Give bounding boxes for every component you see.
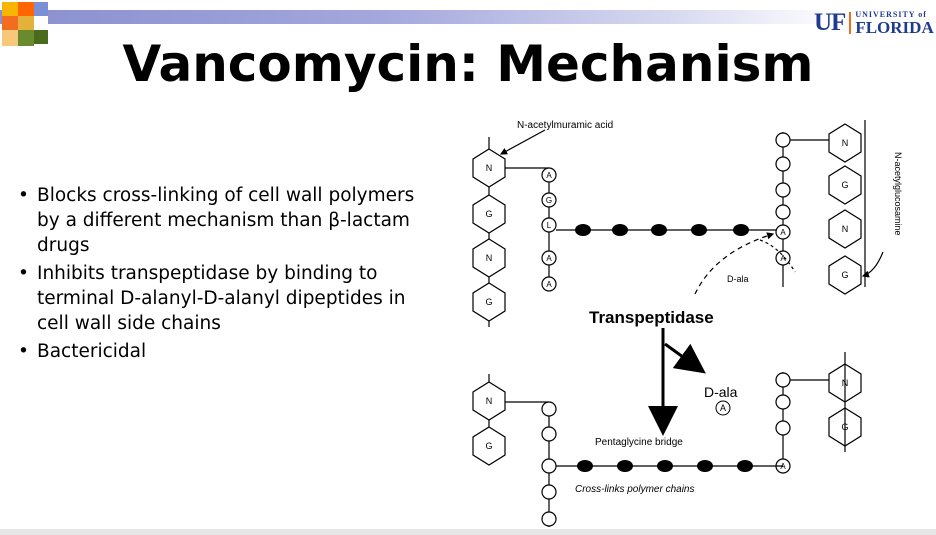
uf-logo: UF UNIVERSITY of FLORIDA bbox=[814, 9, 934, 37]
label-n-acetylglucosamine: N-acetylglucosamine bbox=[893, 152, 903, 236]
bullet-item: •Bactericidal bbox=[18, 341, 147, 362]
svg-text:N: N bbox=[486, 253, 493, 263]
svg-text:G: G bbox=[841, 422, 848, 432]
label-pentaglycine-bridge: Pentaglycine bridge bbox=[595, 437, 683, 448]
logo-separator bbox=[849, 12, 852, 34]
svg-text:A: A bbox=[546, 171, 552, 180]
svg-text:N: N bbox=[842, 224, 849, 234]
svg-text:N: N bbox=[842, 378, 849, 388]
label-d-ala-small: D-ala bbox=[727, 274, 749, 284]
svg-text:G: G bbox=[485, 209, 492, 219]
logo-university: UNIVERSITY of bbox=[855, 9, 927, 19]
bullet-item: •Blocks cross-linking of cell wall polym… bbox=[18, 185, 415, 256]
label-n-acetylmuramic-acid: N-acetylmuramic acid bbox=[517, 120, 613, 131]
svg-text:G: G bbox=[841, 270, 848, 280]
logo-uf: UF bbox=[814, 9, 846, 36]
mechanism-diagram: N G N G A G L A A N G N G A A N G N G A … bbox=[472, 120, 903, 527]
svg-text:A: A bbox=[780, 254, 786, 263]
svg-text:A: A bbox=[720, 403, 726, 413]
svg-text:A: A bbox=[780, 462, 786, 471]
bullet-list: •Blocks cross-linking of cell wall polym… bbox=[12, 183, 452, 367]
svg-text:A: A bbox=[546, 254, 552, 263]
header-gradient-bar bbox=[0, 10, 840, 24]
svg-text:L: L bbox=[547, 221, 552, 230]
label-d-ala-product: D-ala bbox=[704, 384, 738, 400]
svg-text:G: G bbox=[485, 297, 492, 307]
svg-text:G: G bbox=[485, 441, 492, 451]
svg-text:N: N bbox=[486, 163, 493, 173]
svg-text:G: G bbox=[841, 180, 848, 190]
svg-text:A: A bbox=[546, 280, 552, 289]
svg-text:N: N bbox=[842, 138, 849, 148]
logo-florida: FLORIDA bbox=[855, 17, 934, 37]
slide-title: Vancomycin: Mechanism bbox=[122, 35, 814, 93]
svg-text:G: G bbox=[546, 196, 552, 205]
svg-text:N: N bbox=[486, 396, 493, 406]
label-cross-links: Cross-links polymer chains bbox=[575, 484, 694, 495]
svg-text:A: A bbox=[780, 228, 786, 237]
label-transpeptidase: Transpeptidase bbox=[589, 308, 714, 327]
corner-decoration bbox=[0, 0, 70, 60]
bottom-border bbox=[0, 529, 936, 535]
